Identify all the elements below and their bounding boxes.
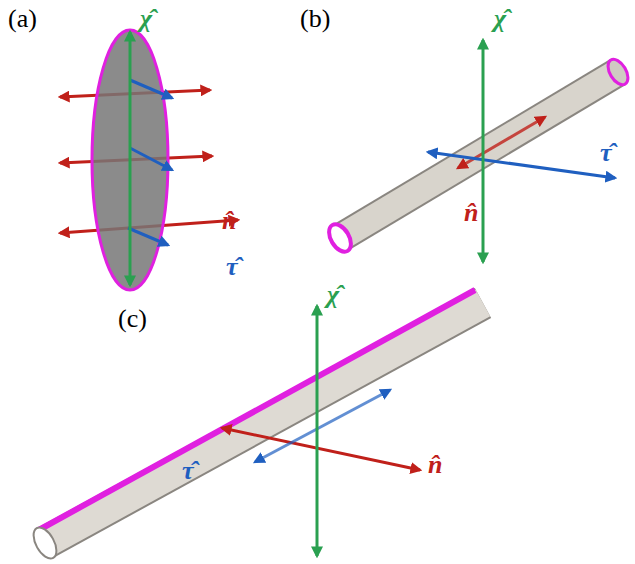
axis-label: τ̂: [182, 458, 194, 484]
axis-label: n̂: [222, 208, 236, 234]
axis-label: τ̂: [226, 254, 238, 280]
axis-label: τ̂: [600, 140, 612, 166]
axis-label: χ̂: [140, 6, 152, 32]
axis-label: n̂: [428, 452, 442, 478]
panel-letter: (c): [118, 306, 147, 332]
axis-label: χ̂: [327, 282, 339, 308]
tube-figure-c: [29, 290, 483, 562]
axis-label: χ̂: [494, 6, 506, 32]
axis-label: n̂: [464, 200, 478, 226]
panel-letter: (b): [300, 6, 330, 32]
panel-letter: (a): [8, 6, 37, 32]
tube-figure-b: [325, 40, 633, 262]
disk-figure: [60, 30, 238, 290]
